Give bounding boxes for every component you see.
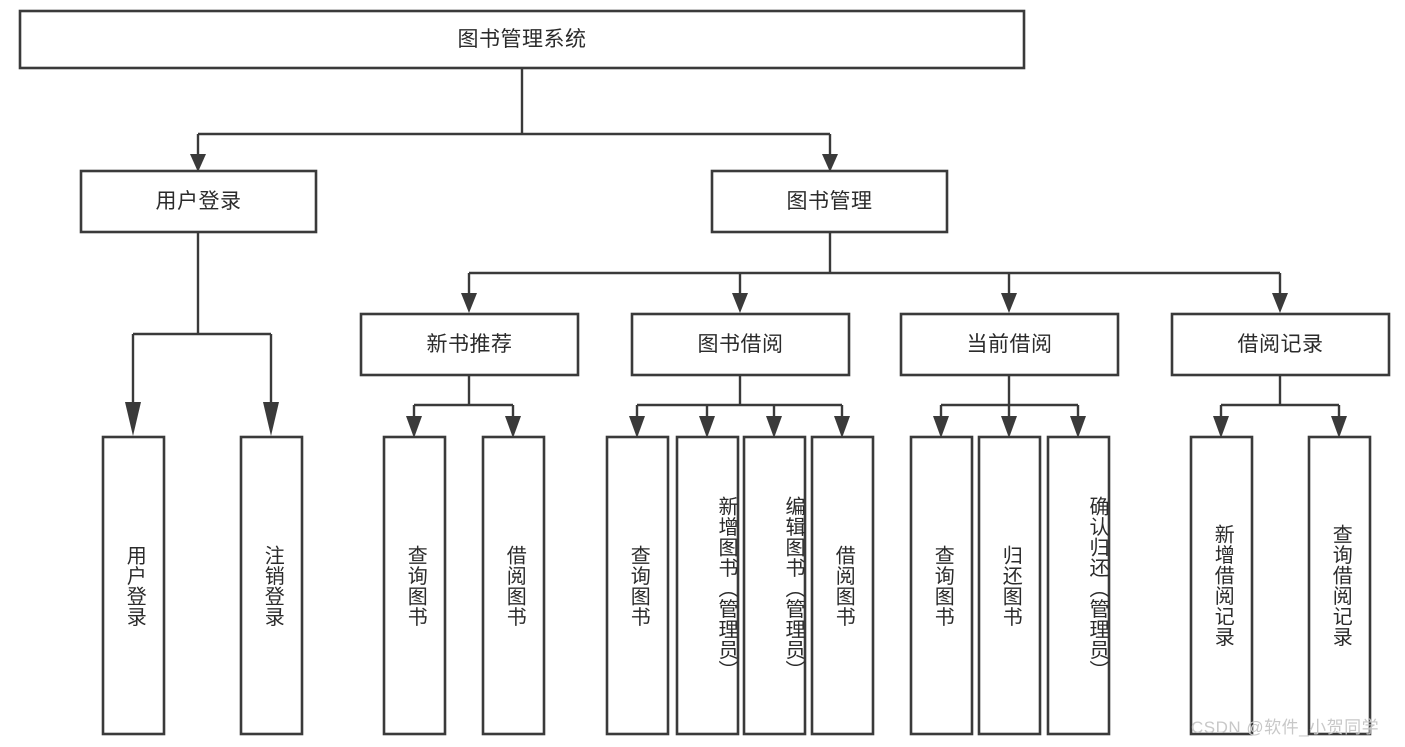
arrowhead-leaf-borrow-books	[834, 416, 850, 438]
box-user-login[interactable]	[79, 169, 318, 234]
box-leaf-logout[interactable]	[239, 435, 304, 736]
arrowhead-leaf-query-books-borrow	[629, 416, 645, 438]
box-leaf-return-books[interactable]	[977, 435, 1042, 736]
connector-layer	[125, 68, 1347, 438]
arrowhead-leaf-add-book-admin	[699, 416, 715, 438]
arrowhead-leaf-query-borrow-record	[1331, 416, 1347, 438]
arrowhead-leaf-logout	[263, 402, 279, 436]
box-book-borrowing[interactable]	[630, 312, 851, 377]
arrowhead-leaf-query-books-current	[933, 416, 949, 438]
arrowhead-leaf-confirm-return-admin	[1070, 416, 1086, 438]
box-new-book-recommendation[interactable]	[359, 312, 580, 377]
arrowhead-borrowing-records	[1272, 293, 1288, 313]
box-book-management[interactable]	[710, 169, 949, 234]
arrowhead-leaf-borrow-books-recommend	[505, 416, 521, 438]
box-leaf-user-login[interactable]	[101, 435, 166, 736]
box-leaf-confirm-return-admin[interactable]	[1046, 435, 1111, 736]
arrowhead-user-login	[190, 154, 206, 172]
arrowhead-leaf-add-borrow-record	[1213, 416, 1229, 438]
arrowhead-current-borrowing	[1001, 293, 1017, 313]
box-leaf-add-borrow-record[interactable]	[1189, 435, 1254, 736]
arrowhead-leaf-query-books-recommend	[406, 416, 422, 438]
arrowhead-leaf-user-login	[125, 402, 141, 436]
box-leaf-edit-book-admin[interactable]	[742, 435, 807, 736]
arrowhead-book-borrowing	[732, 293, 748, 313]
arrowhead-new-book	[461, 293, 477, 313]
box-leaf-borrow-books-recommend[interactable]	[481, 435, 546, 736]
arrowhead-leaf-edit-book-admin	[766, 416, 782, 438]
box-leaf-borrow-books[interactable]	[810, 435, 875, 736]
box-current-borrowing[interactable]	[899, 312, 1120, 377]
box-leaf-query-books-borrow[interactable]	[605, 435, 670, 736]
box-leaf-query-borrow-record[interactable]	[1307, 435, 1372, 736]
arrowhead-leaf-return-books	[1001, 416, 1017, 438]
csdn-watermark: CSDN @软件_小贺同学	[1191, 718, 1380, 737]
box-leaf-query-books-recommend[interactable]	[382, 435, 447, 736]
box-leaf-query-books-current[interactable]	[909, 435, 974, 736]
box-borrowing-records[interactable]	[1170, 312, 1391, 377]
arrowhead-book-management	[822, 154, 838, 172]
box-leaf-add-book-admin[interactable]	[675, 435, 740, 736]
box-layer	[18, 9, 1391, 736]
box-root-library-management-system[interactable]	[18, 9, 1026, 70]
